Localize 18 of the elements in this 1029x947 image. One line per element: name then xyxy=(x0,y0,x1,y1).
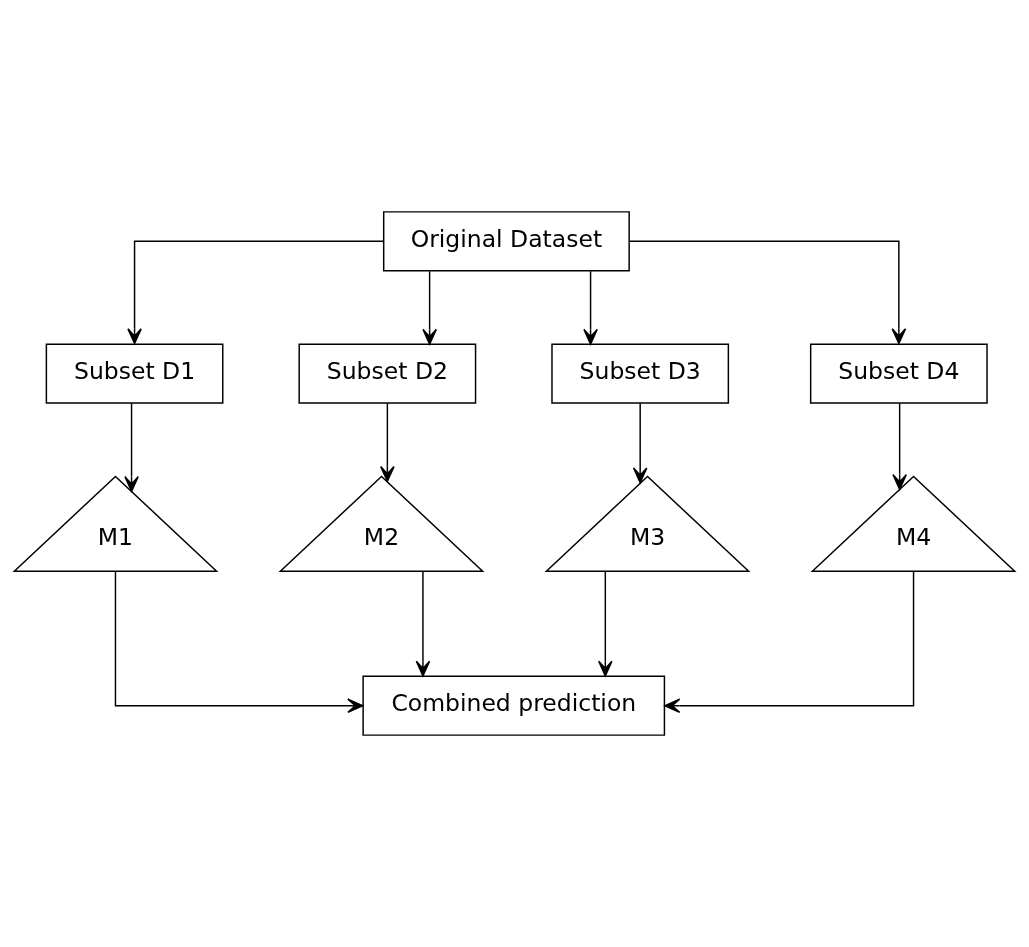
node-box: Combined prediction xyxy=(362,675,666,736)
node-box: Original Dataset xyxy=(382,211,630,272)
arrow xyxy=(664,570,915,714)
arrow xyxy=(597,570,613,677)
node-box: Subset D4 xyxy=(809,343,988,404)
arrow xyxy=(583,270,598,345)
arrow xyxy=(632,402,648,484)
arrow xyxy=(628,240,907,345)
arrow xyxy=(127,240,385,345)
node-box: Subset D3 xyxy=(551,343,730,404)
node-box: Subset D1 xyxy=(45,343,224,404)
arrow xyxy=(422,270,437,345)
arrow xyxy=(380,402,395,483)
arrow xyxy=(892,402,907,491)
arrow xyxy=(415,570,431,677)
node-box: Subset D2 xyxy=(298,343,477,404)
arrow xyxy=(114,570,364,714)
arrow xyxy=(124,402,139,493)
